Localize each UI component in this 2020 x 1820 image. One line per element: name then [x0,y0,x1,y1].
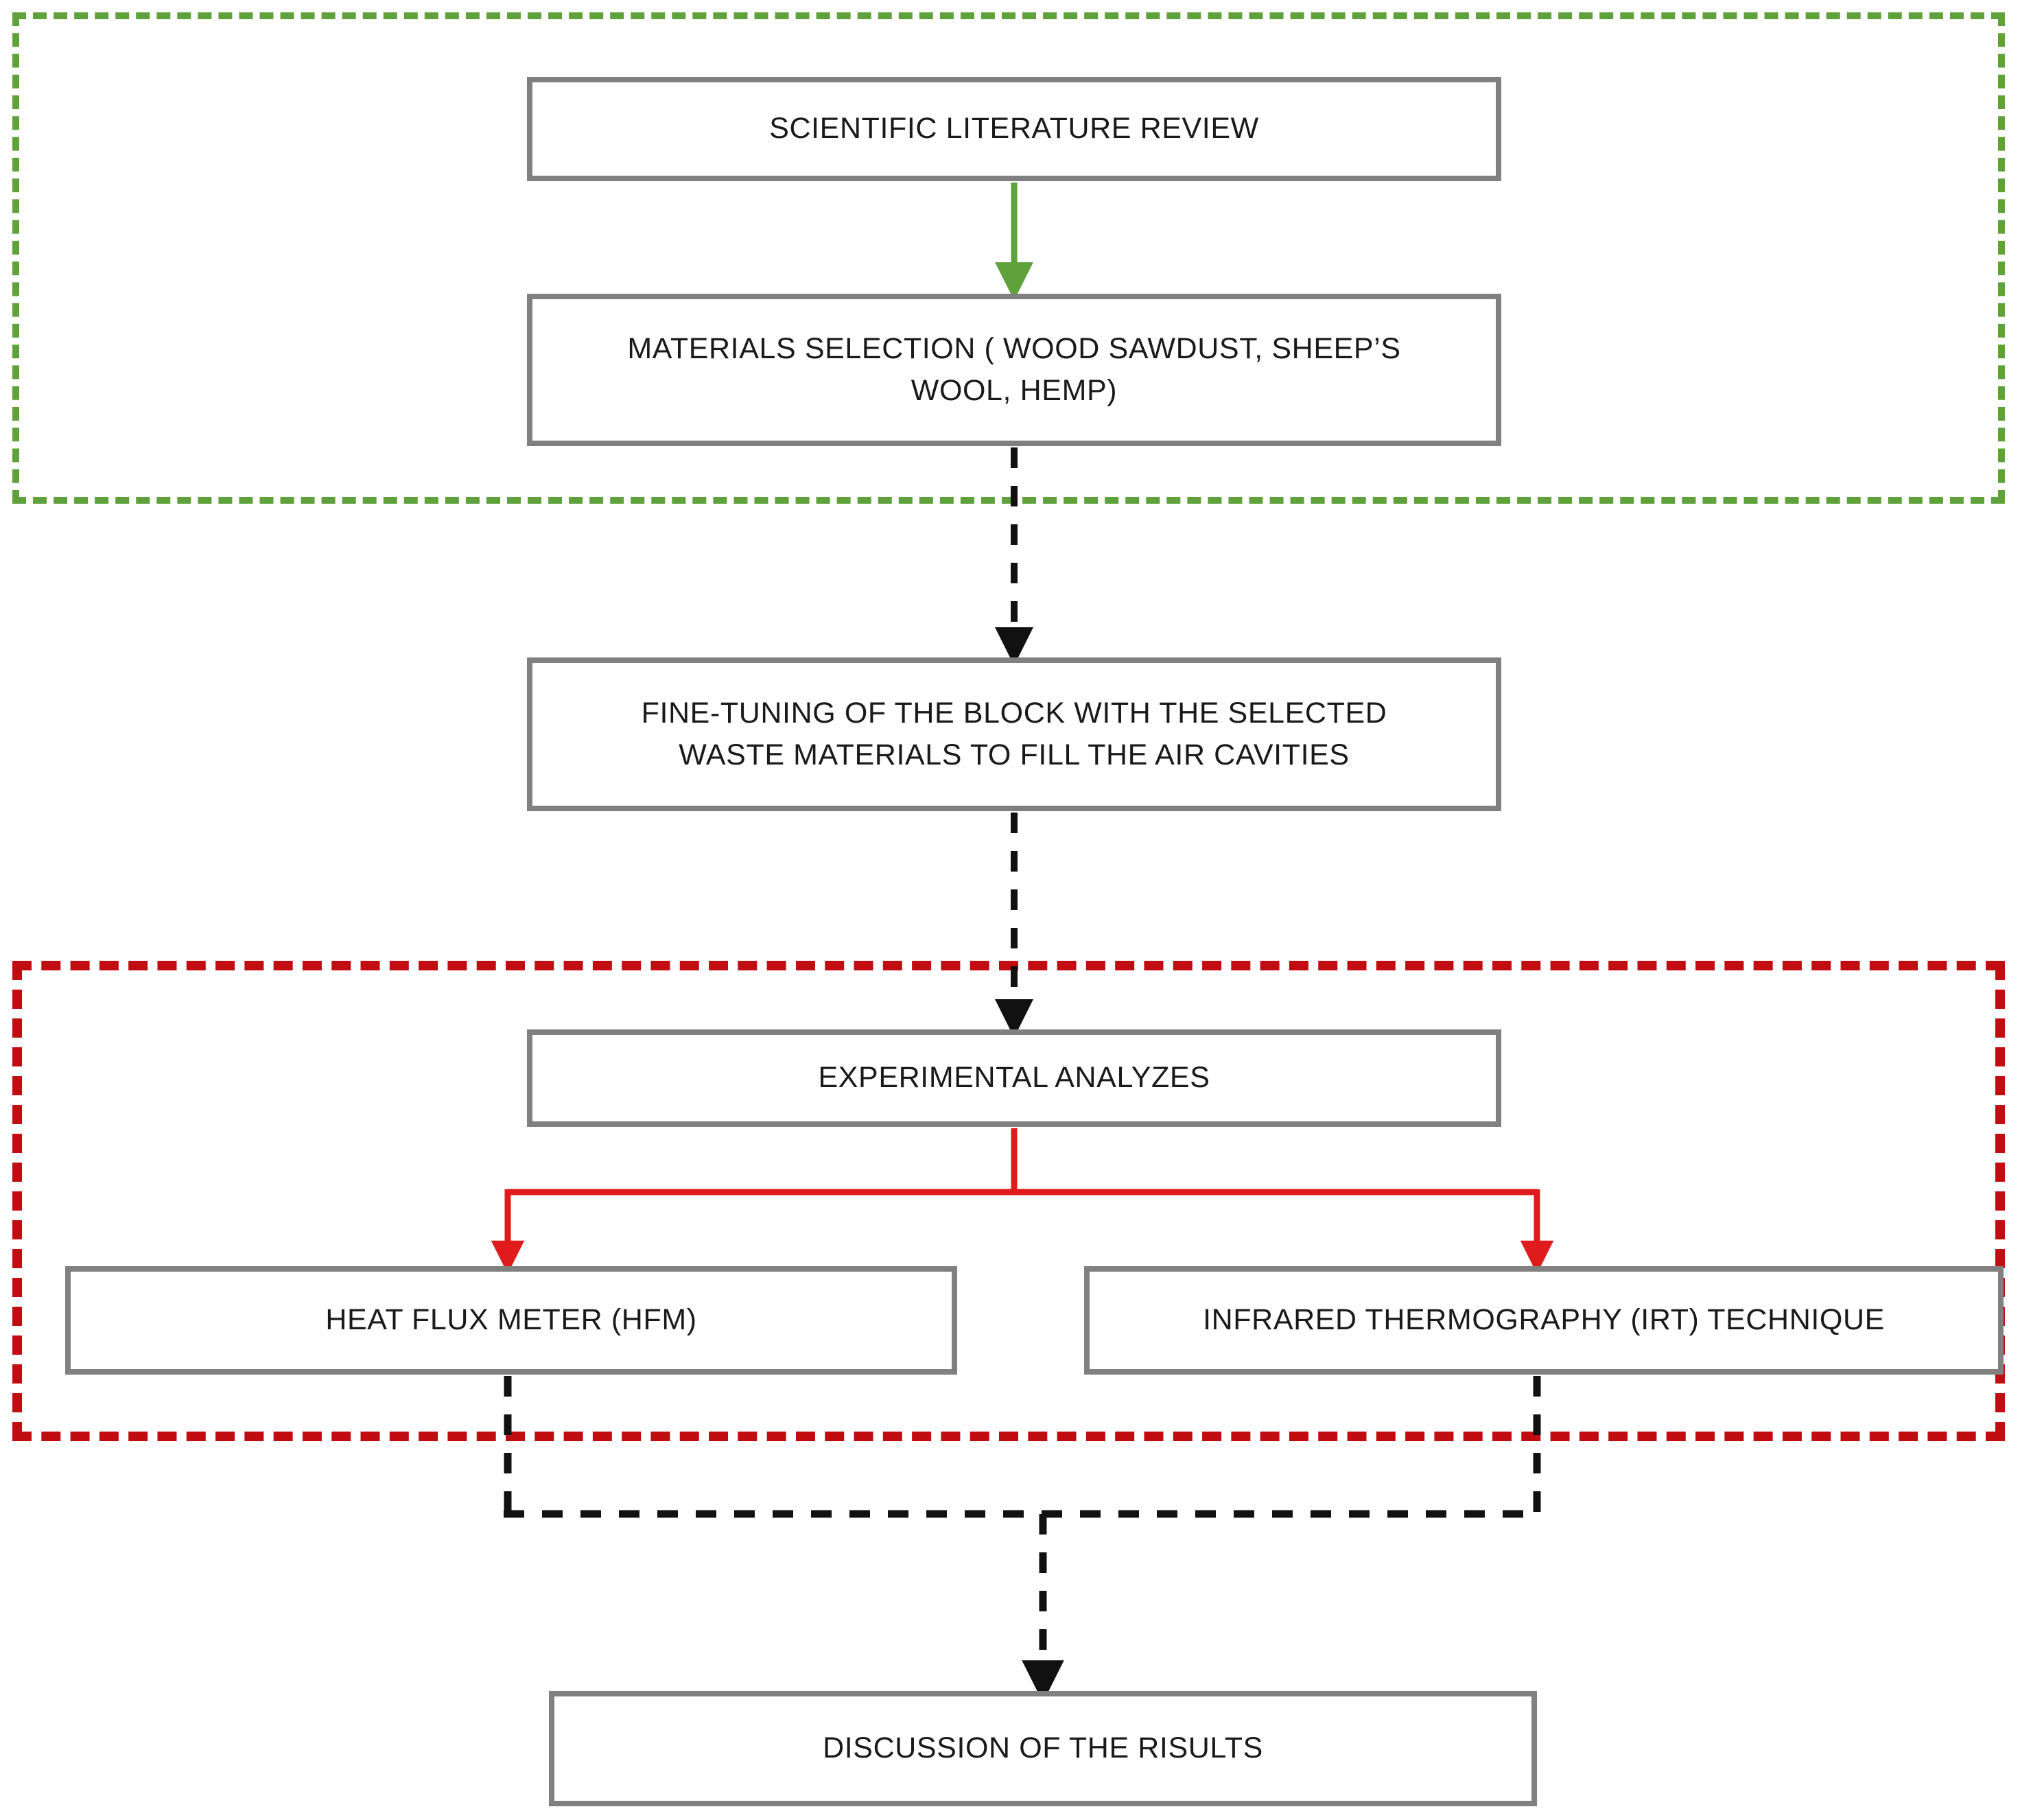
node-label-line-2: WASTE MATERIALS TO FILL THE AIR CAVITIES [679,738,1350,771]
node-label-line-1: MATERIALS SELECTION ( WOOD SAWDUST, SHEE… [627,331,1401,365]
node-experimental-analyzes[interactable]: EXPERIMENTAL ANALYZES [527,1029,1501,1127]
node-label-line-1: FINE-TUNING OF THE BLOCK WITH THE SELECT… [641,696,1387,730]
node-label: HEAT FLUX METER (HFM) [325,1303,697,1337]
node-label: INFRARED THERMOGRAPHY (IRT) TECHNIQUE [1203,1303,1885,1337]
node-label: DISCUSSION OF THE RISULTS [823,1731,1263,1765]
node-label: EXPERIMENTAL ANALYZES [818,1061,1210,1095]
node-fine-tuning-of-the-block[interactable]: FINE-TUNING OF THE BLOCK WITH THE SELECT… [527,657,1501,811]
node-materials-selection[interactable]: MATERIALS SELECTION ( WOOD SAWDUST, SHEE… [527,294,1501,446]
node-infrared-thermography-technique[interactable]: INFRARED THERMOGRAPHY (IRT) TECHNIQUE [1084,1266,2004,1375]
node-label: SCIENTIFIC LITERATURE REVIEW [769,112,1259,145]
node-label-line-2: WOOL, HEMP) [911,374,1118,407]
node-discussion-of-the-results[interactable]: DISCUSSION OF THE RISULTS [549,1691,1537,1806]
node-heat-flux-meter[interactable]: HEAT FLUX METER (HFM) [65,1266,957,1375]
node-scientific-literature-review[interactable]: SCIENTIFIC LITERATURE REVIEW [527,77,1501,181]
group-frame-literature-and-materials-phase [12,12,2005,504]
